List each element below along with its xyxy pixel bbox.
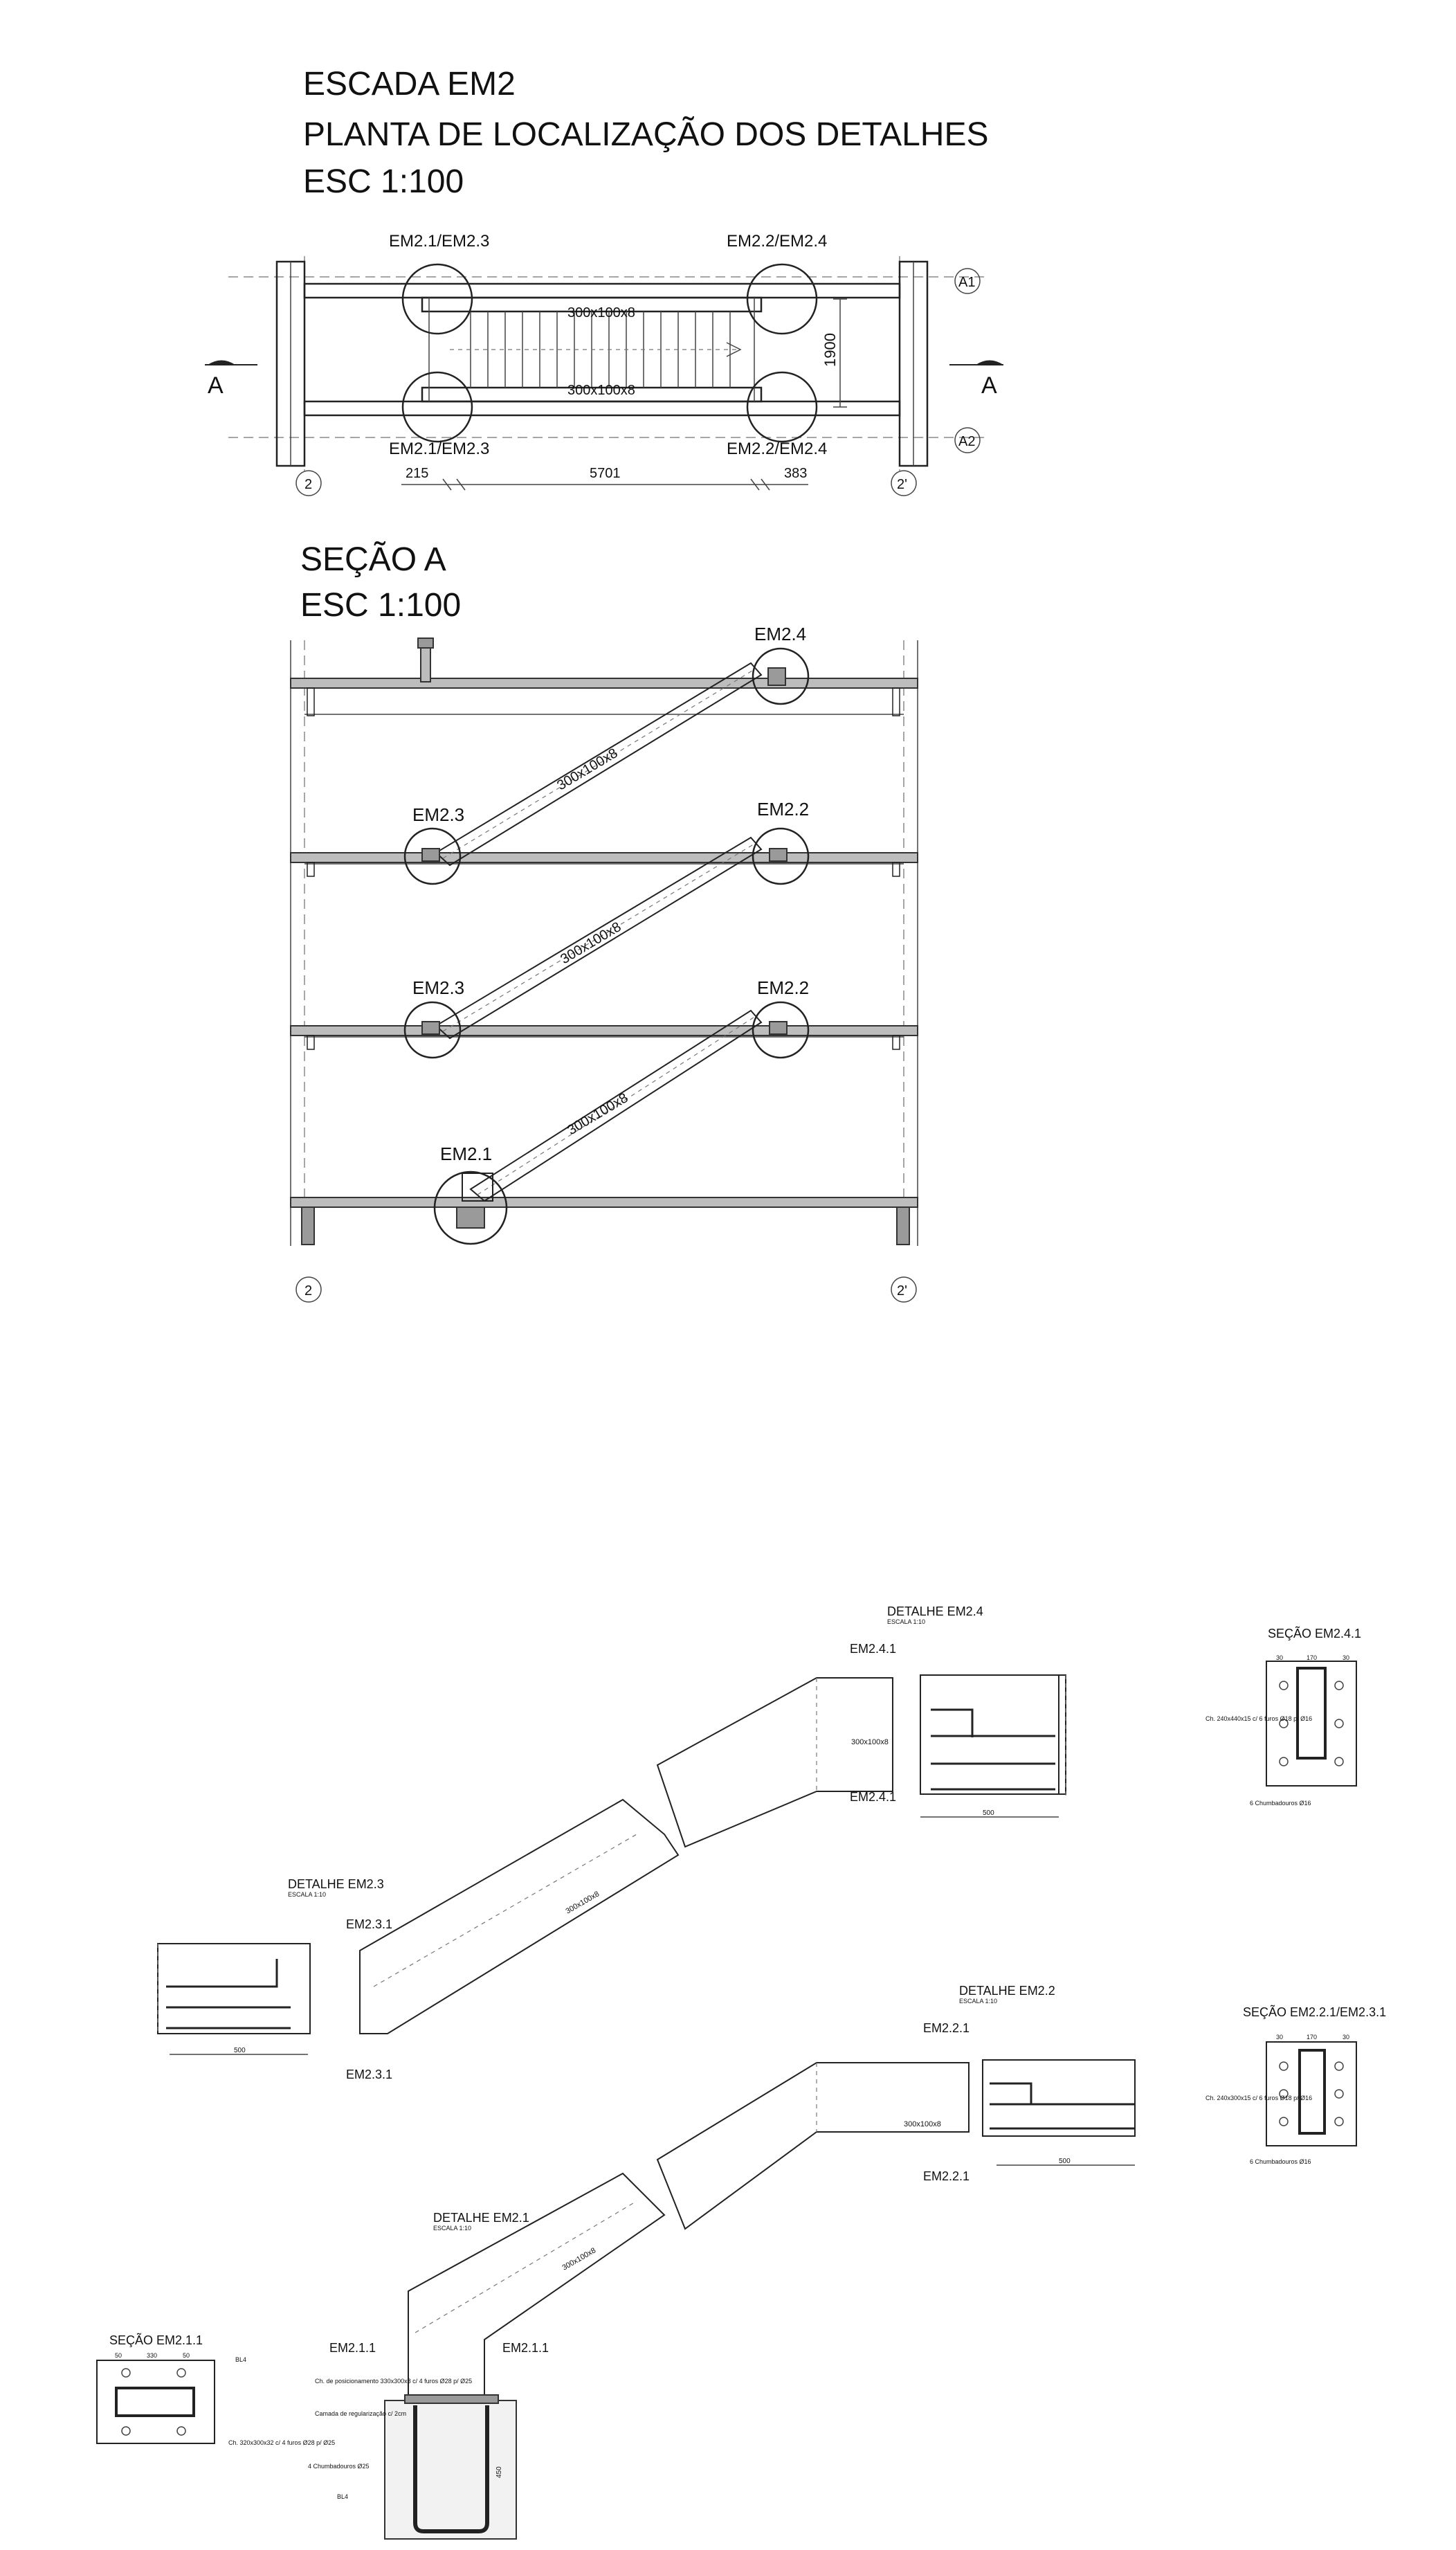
detail-em23-title: DETALHE EM2.3 [288, 1877, 384, 1891]
section-em221-note1: Ch. 240x300x15 c/ 6 furos Ø18 p/ Ø16 [1205, 2095, 1312, 2101]
plan-dimension-right: 383 [784, 466, 807, 481]
plan-callout-br: EM2.2/EM2.4 [727, 440, 827, 458]
section-callout-em23-a: EM2.3 [412, 804, 464, 825]
section-beam-label-2: 300x100x8 [558, 919, 624, 967]
section-em241-note2: 6 Chumbadouros Ø16 [1250, 1800, 1311, 1807]
section-em241-d3: 30 [1343, 1654, 1349, 1661]
axis-label-2-prime: 2' [897, 477, 907, 492]
detail-em22-beam: 300x100x8 [904, 2120, 941, 2128]
section-em241-d1: 30 [1276, 1654, 1283, 1661]
detail-em21-cut-right: EM2.1.1 [502, 2341, 549, 2355]
detail-em23: DETALHE EM2.3 ESCALA 1:10 EM2.3.1 EM2.3.… [157, 1798, 680, 2081]
section-cut-label-left: A [208, 372, 224, 399]
detail-em23-cut-bottom: EM2.3.1 [346, 2068, 392, 2081]
plan-beam-label-top: 300x100x8 [567, 305, 635, 320]
section-callout-em24: EM2.4 [754, 624, 806, 644]
section-axis-2-prime: 2' [897, 1283, 907, 1299]
detail-em21-note2: Camada de regularização c/ 2cm [315, 2410, 406, 2417]
section-em241: SEÇÃO EM2.4.1 30 170 30 Ch. 240x440x15 c… [1205, 1626, 1361, 1807]
detail-em24-scale: ESCALA 1:10 [887, 1618, 925, 1625]
plan-dimension-left: 215 [406, 466, 428, 481]
callout-circle [746, 371, 818, 443]
detail-em24-dim: 500 [983, 1809, 994, 1817]
detail-em21-note1: Ch. de posicionamento 330x300x8 c/ 4 fur… [315, 2378, 472, 2385]
section-a-view: 300x100x8 300x100x8 300x100x8 EM2.4 EM2.… [290, 624, 918, 1303]
callout-circle [746, 263, 818, 335]
section-em211-note1: BL4 [235, 2356, 246, 2363]
detail-em21: DETALHE EM2.1 ESCALA 1:10 EM2.1.1 EM2.1.… [308, 2172, 666, 2540]
section-em211-title: SEÇÃO EM2.1.1 [109, 2333, 203, 2347]
section-em211-d3: 50 [183, 2352, 190, 2359]
detail-em22-dim: 500 [1059, 2158, 1071, 2165]
detail-em23-cut-top: EM2.3.1 [346, 1917, 392, 1931]
section-em241-note1: Ch. 240x440x15 c/ 6 furos Ø18 p/ Ø16 [1205, 1715, 1312, 1722]
section-em221-d1: 30 [1276, 2034, 1283, 2041]
plan-title-block: ESCADA EM2 PLANTA DE LOCALIZAÇÃO DOS DET… [303, 66, 989, 200]
section-em211: SEÇÃO EM2.1.1 50 330 50 BL4 Ch. 320x300x… [96, 2333, 335, 2446]
section-callout-em23-b: EM2.3 [412, 977, 464, 998]
detail-em21-note3: 4 Chumbadouros Ø25 [308, 2463, 370, 2470]
plan-callout-bl: EM2.1/EM2.3 [389, 440, 489, 458]
section-em211-d2: 330 [147, 2352, 157, 2359]
section-title-line1: SEÇÃO A [300, 541, 446, 578]
section-callout-em22-b: EM2.2 [757, 977, 809, 998]
detail-em23-scale: ESCALA 1:10 [288, 1891, 326, 1898]
section-beam-label-1: 300x100x8 [554, 745, 620, 793]
axis-label-2: 2 [304, 477, 312, 492]
plan-beam-label-bottom: 300x100x8 [567, 383, 635, 398]
detail-em21-title: DETALHE EM2.1 [433, 2211, 529, 2225]
section-title-block: SEÇÃO A ESC 1:100 [300, 541, 461, 624]
section-em221-d3: 30 [1343, 2034, 1349, 2041]
section-em221-note2: 6 Chumbadouros Ø16 [1250, 2158, 1311, 2165]
section-em221-title: SEÇÃO EM2.2.1/EM2.3.1 [1243, 2005, 1386, 2019]
plan-width-dimension: 1900 [821, 333, 839, 367]
detail-em21-note4: BL4 [337, 2493, 348, 2500]
detail-em24-cut-bottom: EM2.4.1 [850, 1790, 896, 1804]
plan-view: 300x100x8 300x100x8 EM2.1/EM2.3 EM2.2/EM… [205, 232, 1003, 496]
section-cut-arrow-right [976, 360, 1003, 365]
section-callout-em21: EM2.1 [440, 1143, 492, 1164]
section-cut-arrow-left [208, 360, 235, 365]
callout-circle [401, 263, 473, 335]
plan-title-line3: ESC 1:100 [303, 163, 464, 200]
section-title-line2: ESC 1:100 [300, 587, 461, 624]
detail-em23-beam: 300x100x8 [565, 1890, 601, 1915]
section-em221-d2: 170 [1307, 2034, 1317, 2041]
axis-label-a1: A1 [958, 275, 975, 290]
detail-em24: DETALHE EM2.4 ESCALA 1:10 EM2.4.1 EM2.4.… [656, 1604, 1066, 1848]
detail-em23-dim: 500 [234, 2047, 246, 2054]
detail-em22-cut-top: EM2.2.1 [923, 2021, 970, 2035]
section-cut-label-right: A [981, 372, 997, 399]
section-em211-note2: Ch. 320x300x32 c/ 4 furos Ø28 p/ Ø25 [228, 2439, 335, 2446]
section-em241-d2: 170 [1307, 1654, 1317, 1661]
section-callout-em22-a: EM2.2 [757, 799, 809, 820]
plan-dimension-middle: 5701 [590, 466, 621, 481]
section-beam-label-3: 300x100x8 [565, 1090, 630, 1138]
detail-em22-cut-bottom: EM2.2.1 [923, 2169, 970, 2183]
axis-label-a2: A2 [958, 434, 975, 449]
section-em211-d1: 50 [115, 2352, 122, 2359]
detail-em22: DETALHE EM2.2 ESCALA 1:10 EM2.2.1 EM2.2.… [656, 1984, 1136, 2230]
section-em241-title: SEÇÃO EM2.4.1 [1268, 1626, 1361, 1640]
detail-em21-cut-left: EM2.1.1 [329, 2341, 376, 2355]
detail-em24-beam: 300x100x8 [851, 1738, 889, 1746]
section-em221: SEÇÃO EM2.2.1/EM2.3.1 30 170 30 Ch. 240x… [1205, 2005, 1386, 2165]
plan-callout-tl: EM2.1/EM2.3 [389, 232, 489, 251]
plan-title-line2: PLANTA DE LOCALIZAÇÃO DOS DETALHES [303, 116, 989, 153]
detail-em24-title: DETALHE EM2.4 [887, 1604, 983, 1618]
plan-callout-tr: EM2.2/EM2.4 [727, 232, 827, 251]
detail-em24-cut-top: EM2.4.1 [850, 1642, 896, 1656]
detail-em21-dim: 450 [495, 2466, 503, 2478]
detail-em21-scale: ESCALA 1:10 [433, 2225, 471, 2232]
section-axis-2: 2 [304, 1283, 312, 1299]
detail-em22-title: DETALHE EM2.2 [959, 1984, 1055, 1998]
callout-circle [401, 371, 473, 443]
detail-em22-scale: ESCALA 1:10 [959, 1998, 997, 2005]
detail-em21-beam: 300x100x8 [561, 2246, 598, 2272]
plan-title-line1: ESCADA EM2 [303, 66, 516, 102]
